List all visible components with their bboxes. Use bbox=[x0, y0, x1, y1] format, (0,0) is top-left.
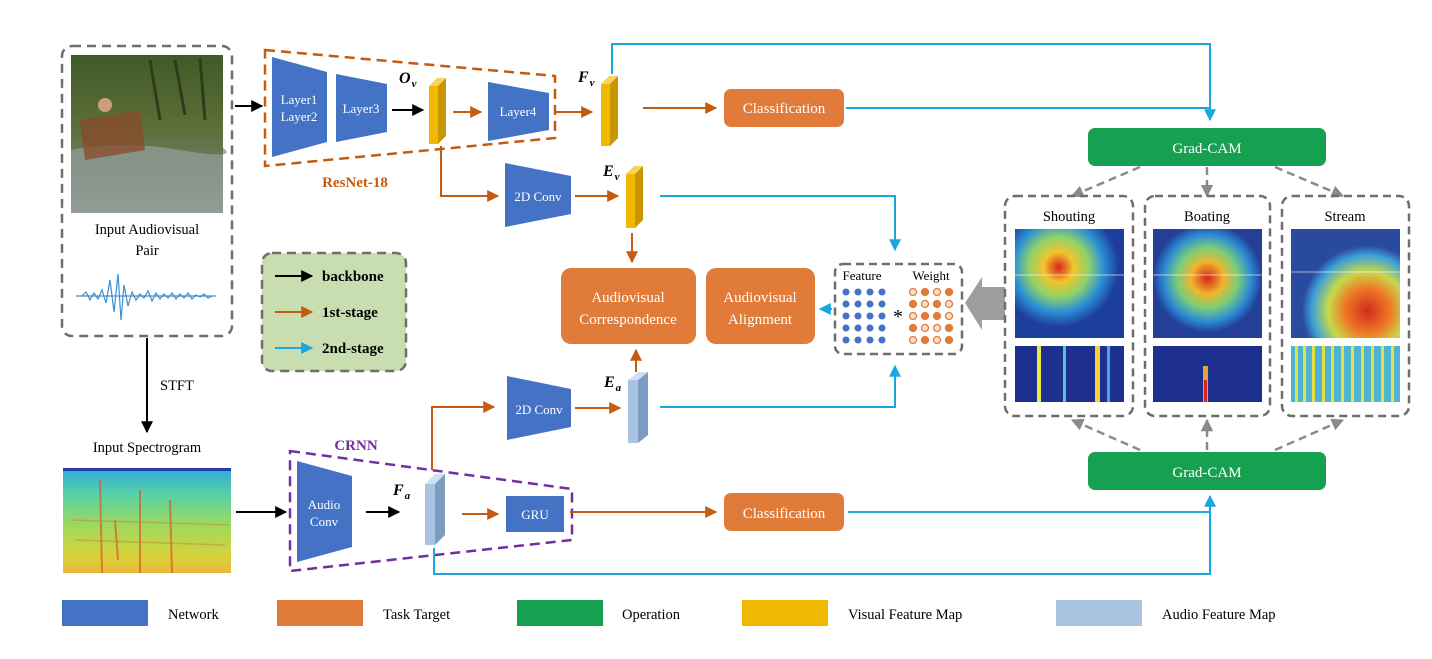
input-pair-caption-line2: Pair bbox=[135, 243, 159, 259]
gru-label: GRU bbox=[521, 507, 549, 522]
second-stage-connections bbox=[433, 43, 1216, 575]
ea-feature-map bbox=[628, 372, 648, 443]
legend-label-audio-feature: Audio Feature Map bbox=[1162, 607, 1276, 623]
layer12-label-line2: Layer2 bbox=[281, 109, 318, 124]
crnn-frame bbox=[288, 449, 574, 573]
ev-feature-map bbox=[626, 166, 643, 228]
resnet-label: ResNet-18 bbox=[322, 175, 388, 191]
gradcam-bottom-label: Grad-CAM bbox=[1172, 465, 1241, 481]
weight-dot-grid bbox=[908, 287, 954, 345]
cam-panel-boating: Boating bbox=[1143, 194, 1272, 418]
cam-panel-stream: Stream bbox=[1280, 194, 1411, 418]
input-spectrogram bbox=[63, 468, 231, 574]
feature-dot-grid bbox=[842, 288, 886, 344]
first-stage-legend-label: 1st-stage bbox=[322, 305, 378, 321]
gradcam-top-label: Grad-CAM bbox=[1172, 141, 1241, 157]
stage-legend-box bbox=[260, 251, 408, 373]
conv2d-visual-block bbox=[505, 163, 571, 227]
layer4-label: Layer4 bbox=[500, 104, 537, 119]
ev-label: Ev bbox=[602, 163, 620, 183]
gru-block bbox=[506, 496, 564, 532]
legend-label-visual-feature: Visual Feature Map bbox=[848, 607, 962, 623]
gradcam-top-box bbox=[1088, 128, 1326, 166]
layer3-label: Layer3 bbox=[343, 101, 380, 116]
classification-audio-box bbox=[724, 493, 844, 531]
gradcam-bottom-box bbox=[1088, 452, 1326, 490]
fa-label: Fa bbox=[392, 482, 411, 502]
ov-feature-map bbox=[429, 78, 446, 144]
alignment-label-line2: Alignment bbox=[728, 312, 793, 328]
alignment-label-line1: Audiovisual bbox=[723, 290, 796, 306]
legend-swatch-network bbox=[62, 600, 148, 626]
input-pair-frame bbox=[60, 44, 234, 338]
cam-label-stream: Stream bbox=[1324, 209, 1366, 225]
layer12-label-line1: Layer1 bbox=[281, 92, 318, 107]
classification-visual-box bbox=[724, 89, 844, 127]
input-video-frame bbox=[71, 55, 227, 213]
classification-visual-label: Classification bbox=[743, 101, 826, 117]
audio-conv-label-line2: Conv bbox=[310, 514, 339, 529]
gradcam-dashed-arrows bbox=[1070, 165, 1345, 452]
fa-feature-map bbox=[425, 474, 445, 545]
crnn-label: CRNN bbox=[334, 438, 377, 454]
legend-swatch-visual-feature bbox=[742, 600, 828, 626]
input-waveform bbox=[76, 273, 216, 321]
multiply-operator: * bbox=[893, 306, 903, 328]
correspondence-label-line2: Correspondence bbox=[579, 312, 677, 328]
cam-label-boating: Boating bbox=[1184, 209, 1230, 225]
legend-swatch-operation bbox=[517, 600, 603, 626]
conv2d-visual-label: 2D Conv bbox=[514, 189, 562, 204]
cam-panel-shouting: Shouting bbox=[1003, 194, 1135, 418]
stft-label: STFT bbox=[160, 378, 194, 394]
resnet-frame bbox=[263, 48, 557, 168]
cam-to-weights-arrow bbox=[965, 277, 1005, 330]
ov-to-conv2d-visual-arrow bbox=[440, 146, 500, 202]
layer12-block bbox=[272, 57, 327, 157]
ov-label: Ov bbox=[399, 70, 417, 90]
legend-label-network: Network bbox=[168, 607, 219, 623]
legend-swatch-task bbox=[277, 600, 363, 626]
layer4-block bbox=[488, 82, 549, 141]
feature-label: Feature bbox=[843, 268, 882, 283]
spectrogram-caption: Input Spectrogram bbox=[93, 440, 202, 456]
weight-label: Weight bbox=[912, 268, 950, 283]
correspondence-box bbox=[561, 268, 696, 344]
fv-feature-map bbox=[601, 76, 618, 146]
alignment-box bbox=[706, 268, 815, 344]
conv2d-audio-block bbox=[507, 376, 571, 440]
legend-label-task: Task Target bbox=[383, 607, 450, 623]
audio-conv-block bbox=[297, 461, 352, 562]
fa-to-conv2d-audio-arrow bbox=[431, 401, 496, 470]
ea-label: Ea bbox=[603, 374, 622, 394]
legend-label-operation: Operation bbox=[622, 607, 681, 623]
layer3-block bbox=[336, 74, 387, 142]
cam-label-shouting: Shouting bbox=[1043, 209, 1095, 225]
backbone-legend-label: backbone bbox=[322, 269, 384, 285]
conv2d-audio-label: 2D Conv bbox=[515, 402, 563, 417]
input-pair-caption-line1: Input Audiovisual bbox=[95, 222, 199, 238]
classification-audio-label: Classification bbox=[743, 506, 826, 522]
feature-weight-frame bbox=[833, 262, 964, 356]
audio-conv-label-line1: Audio bbox=[308, 497, 341, 512]
fv-label: Fv bbox=[577, 69, 595, 89]
legend-swatch-audio-feature bbox=[1056, 600, 1142, 626]
correspondence-label-line1: Audiovisual bbox=[591, 290, 664, 306]
second-stage-legend-label: 2nd-stage bbox=[322, 341, 384, 357]
